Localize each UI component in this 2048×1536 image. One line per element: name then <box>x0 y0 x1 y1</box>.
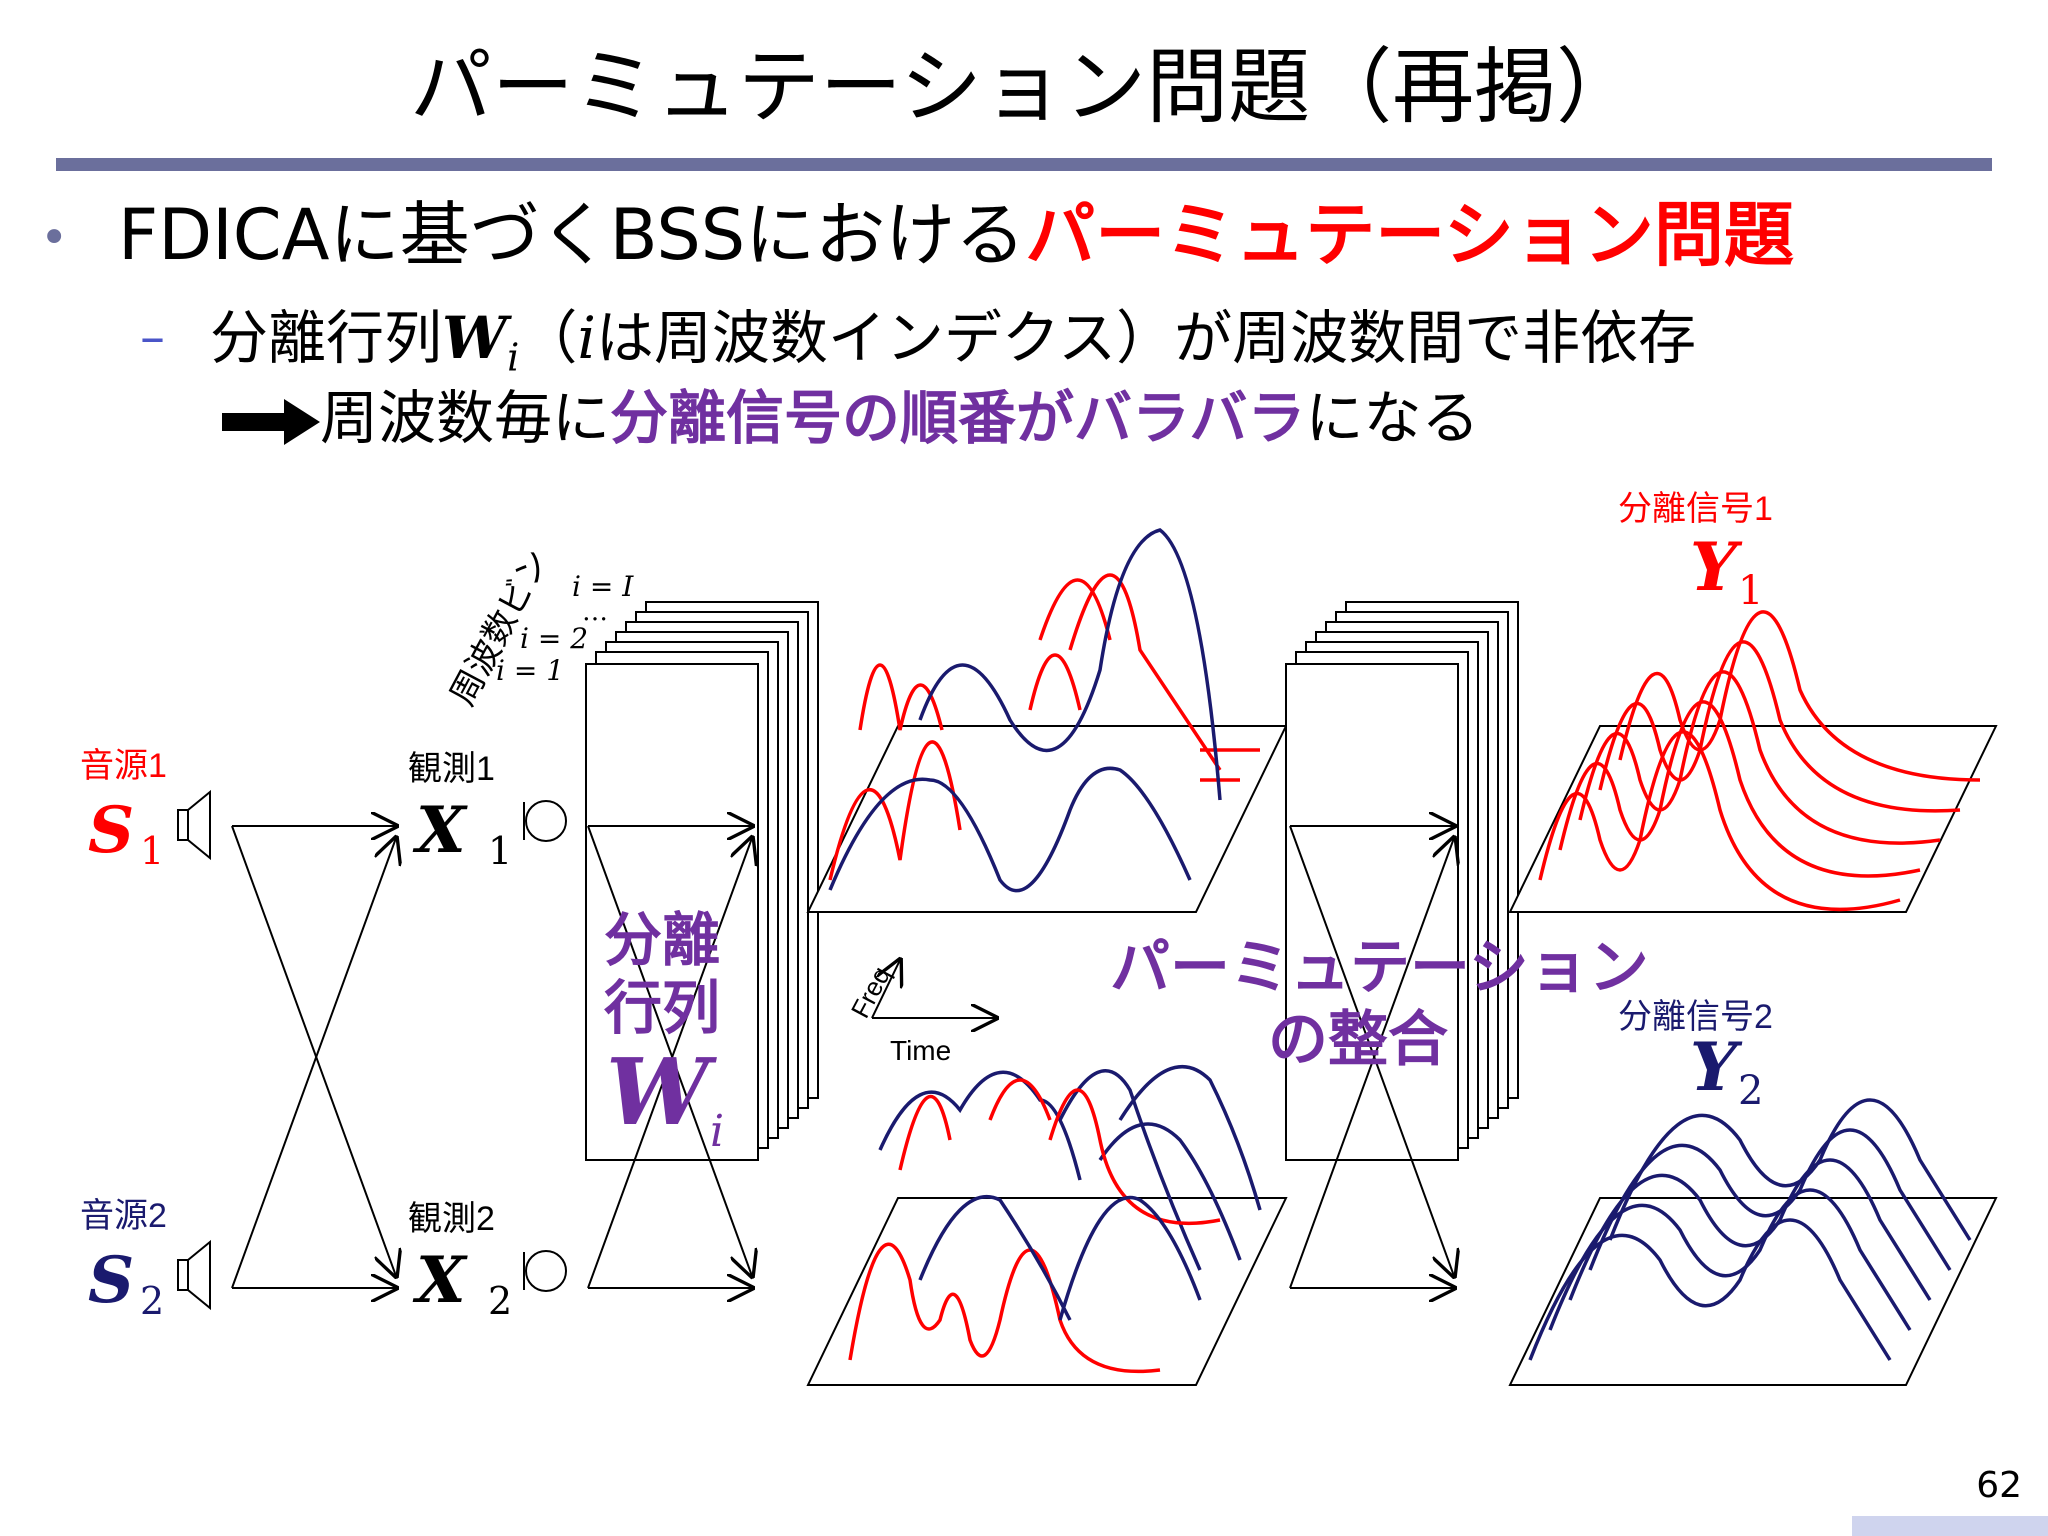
obs1-subscript: 1 <box>488 829 512 873</box>
output2-subscript: 2 <box>1738 1068 1763 1114</box>
output1-label: 分離信号1 <box>1618 490 1773 528</box>
label-i-eq-2: i = 2 <box>520 622 588 655</box>
output-spectrogram-1 <box>1508 610 1998 913</box>
label-i-eq-I: i = I <box>572 570 634 603</box>
sub-bullet-line: 分離行列Wi（iは周波数インデクス）が周波数間で非依存 <box>210 298 1696 398</box>
page-number: 62 <box>1976 1465 2022 1506</box>
permutation-stack <box>1285 601 1519 1161</box>
label-dots: … <box>582 597 608 627</box>
speaker1-icon <box>177 789 211 861</box>
time-axis-label: Time <box>890 1035 951 1066</box>
sub-text-3: は周波数インデクス）が周波数間で非依存 <box>595 304 1697 372</box>
source1-symbol: S <box>88 793 134 868</box>
microphone2-icon <box>523 1250 567 1292</box>
source2-label: 音源2 <box>80 1197 167 1235</box>
math-W: W <box>442 304 508 372</box>
output1-subscript: 1 <box>1738 568 1763 614</box>
separation-arrows <box>587 826 752 1288</box>
source1-label: 音源1 <box>80 747 167 785</box>
source2-subscript: 2 <box>140 1279 164 1323</box>
permutation-arrows <box>1289 826 1454 1288</box>
permutation-label-2: の整合 <box>1268 1006 1448 1073</box>
obs1-label: 観測1 <box>408 750 495 788</box>
sub-bullet-dash: – <box>140 308 165 366</box>
slide-title: パーミュテーション問題（再掲） <box>409 40 1639 135</box>
output2-symbol: Y <box>1690 1028 1743 1106</box>
bullet-line: FDICAに基づくBSSにおけるパーミュテーション問題 <box>118 190 1794 280</box>
math-i-sub: i <box>507 335 520 380</box>
bullet-dot: • <box>40 210 69 266</box>
obs2-label: 観測2 <box>408 1200 495 1238</box>
output1-symbol: Y <box>1690 528 1743 606</box>
arrow-highlight: 分離信号の順番がバラバラ <box>610 384 1306 452</box>
output-spectrogram-2 <box>1508 1098 1998 1386</box>
sub-text-2: （ <box>519 304 578 372</box>
bss-diagram: 音源1 S 1 音源2 S 2 観測1 X 1 観測2 X 2 周波数ビン i … <box>80 490 1998 1386</box>
freq-axis-label: Freq <box>845 962 897 1023</box>
output2-label: 分離信号2 <box>1618 998 1773 1036</box>
sep-matrix-label-1: 分離 <box>604 908 720 973</box>
sep-matrix-symbol: W <box>606 1038 717 1146</box>
sub-text-1: 分離行列 <box>210 304 443 372</box>
title-rule <box>56 158 1992 171</box>
sep-matrix-label-2: 行列 <box>604 976 720 1041</box>
obs2-subscript: 2 <box>488 1279 512 1323</box>
footer-bar <box>1852 1516 2048 1536</box>
source1-subscript: 1 <box>140 829 164 873</box>
source2-symbol: S <box>88 1243 134 1318</box>
obs2-symbol: X <box>412 1243 468 1318</box>
freq-time-axes-icon <box>871 960 996 1018</box>
label-i-eq-1: i = 1 <box>496 654 564 687</box>
math-i: i <box>577 304 596 372</box>
microphone1-icon <box>523 800 567 842</box>
speaker2-icon <box>177 1239 211 1311</box>
spectrogram-panel-bottom <box>806 1064 1288 1386</box>
mixing-arrows <box>231 826 396 1288</box>
bullet-highlight: パーミュテーション問題 <box>1025 194 1794 276</box>
spectrogram-panel-top <box>806 528 1288 913</box>
obs1-symbol: X <box>412 793 468 868</box>
permutation-label-1: パーミュテーション <box>1110 934 1649 1001</box>
separation-matrix-stack <box>585 601 819 1161</box>
thick-right-arrow-icon <box>222 398 320 445</box>
arrow-line: 周波数毎に分離信号の順番がバラバラになる <box>222 378 1479 458</box>
arrow-text-2: になる <box>1305 384 1480 452</box>
sep-matrix-subscript: i <box>710 1106 724 1157</box>
arrow-text-1: 周波数毎に <box>320 384 611 452</box>
bullet-text: FDICAに基づくBSSにおける <box>118 194 1026 276</box>
